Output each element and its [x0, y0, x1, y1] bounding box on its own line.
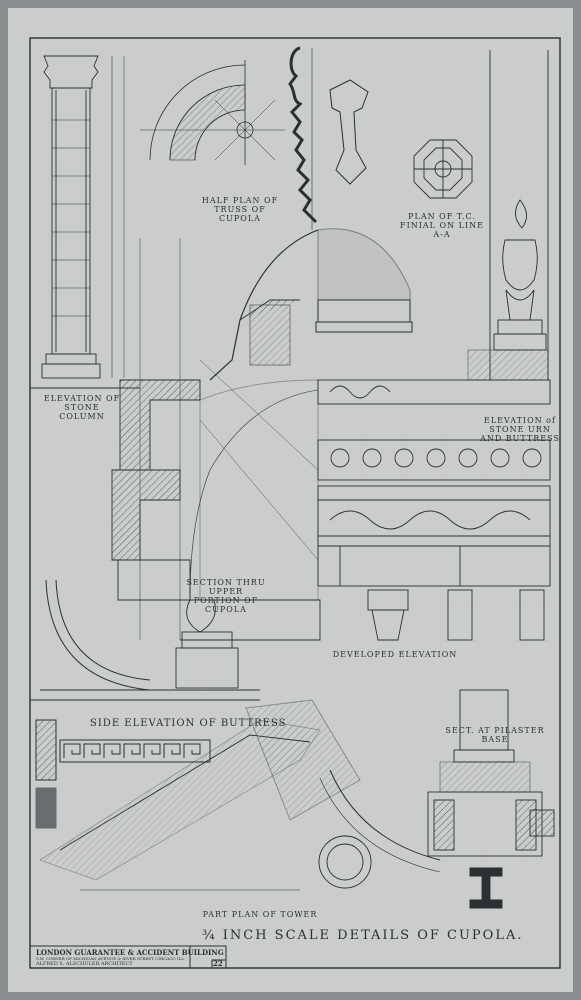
label-part-plan-tower: PART PLAN OF TOWER: [202, 910, 318, 919]
stone-column-drawing: [30, 55, 140, 389]
label-sect-pilaster-base: SECT. AT PILASTER BASE: [445, 726, 545, 744]
cupola-section: [111, 229, 321, 689]
sheet-border: [29, 37, 561, 969]
label-inch-scale-details: ¾ INCH SCALE DETAILS OF CUPOLA.: [202, 928, 524, 943]
tower-part-plan: [38, 699, 441, 891]
label-side-elevation-buttress: SIDE ELEVATION OF BUTTRESS: [90, 718, 287, 729]
label-plan-tc-finial: PLAN OF T.C. FINIAL ON LINE A-A: [400, 212, 484, 239]
title-sheet-number: 22: [213, 959, 223, 968]
label-developed-elevation: DEVELOPED ELEVATION: [332, 650, 458, 659]
label-elevation-stone-urn: ELEVATION of STONE URN AND BUTTRESS: [480, 416, 560, 443]
label-half-plan-cupola: HALF PLAN OF TRUSS OF CUPOLA: [201, 196, 279, 223]
title-location: S.W. CORNER OF MICHIGAN AVENUE & RIVER S…: [36, 956, 186, 961]
buttress-side-elevation: [30, 579, 260, 701]
truss-half-plan: [140, 60, 285, 165]
title-architect: ALFRED S. ALSCHULER ARCHITECT: [36, 961, 133, 967]
greek-key-band: [35, 719, 211, 829]
label-elevation-stone-column: ELEVATION OF STONE COLUMN: [43, 394, 121, 421]
label-section-upper-cupola: SECTION THRU UPPER PORTION OF CUPOLA: [186, 578, 266, 614]
title-building: LONDON GUARANTEE & ACCIDENT BUILDING: [36, 948, 224, 957]
finial-section: [288, 46, 413, 333]
tc-finial-plan: [413, 139, 473, 199]
pilaster-base-section: [427, 689, 555, 909]
developed-elevation: [317, 379, 551, 641]
title-block-frame: [29, 945, 227, 969]
